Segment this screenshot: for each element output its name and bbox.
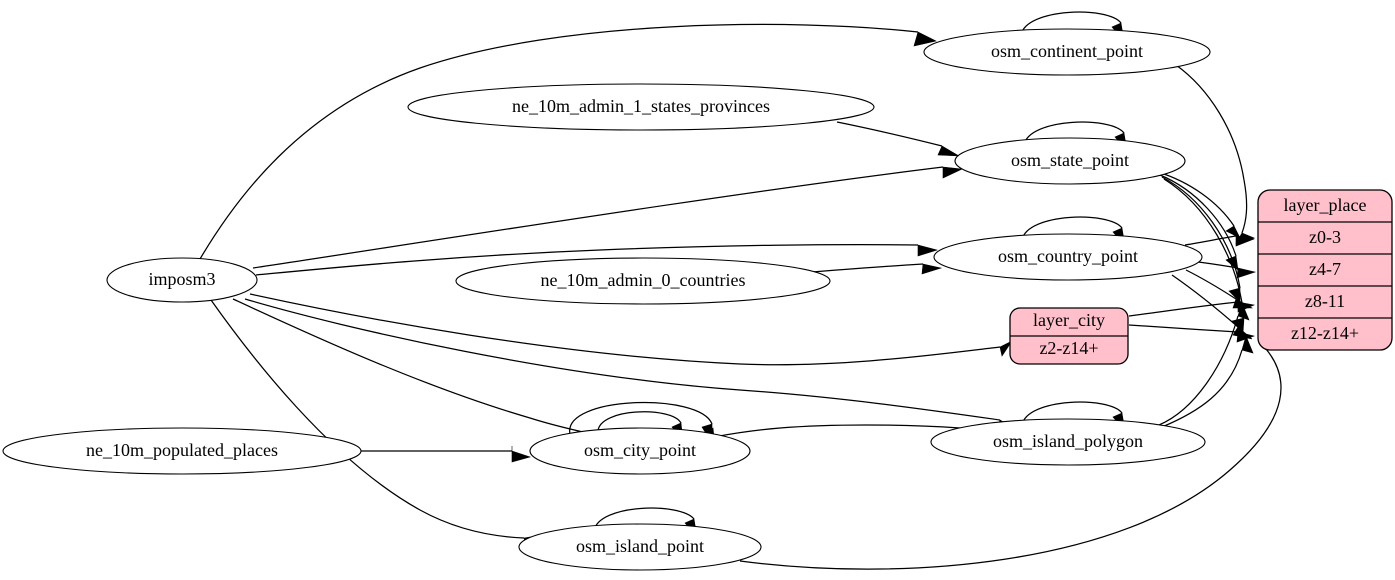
edge-imposm3-to-osm-island-polygon (244, 298, 1001, 421)
edge-self-loop-osm-continent-point (1020, 11, 1122, 36)
edge-osm-island-polygon-to-layer-place-z12-z14 (1161, 349, 1243, 428)
edge-osm-state-point-to-layer-place-z4-7 (1159, 174, 1237, 257)
edge-osm-continent-point-to-layer-place-z0-3 (1175, 64, 1248, 234)
node-imposm3[interactable]: imposm3 (106, 257, 258, 303)
edge-self-loop-osm-island-polygon (1021, 401, 1123, 426)
record-row-layer-place-z12-z14[interactable]: z12-z14+ (1291, 323, 1359, 343)
edge-imposm3-to-osm-city-point (232, 298, 584, 433)
node-label-osm-city-point: osm_city_point (584, 440, 696, 460)
record-row-layer-city-z2-z14[interactable]: z2-z14+ (1039, 338, 1098, 358)
edge-imposm3-to-osm-continent-point (199, 23, 919, 260)
arrowhead-imposm3-layer-city (999, 340, 1013, 357)
node-label-ne-admin1: ne_10m_admin_1_states_provinces (512, 96, 770, 116)
record-node-layer-place[interactable]: layer_place z0-3 z4-7 z8-11 z12-z14+ (1257, 189, 1393, 351)
edge-layer (199, 11, 1282, 570)
node-osm-state-point[interactable]: osm_state_point (954, 137, 1186, 185)
edge-ne-admin0-to-osm-country-point (811, 263, 924, 273)
edge-osm-island-point-to-layer-place-z12-z14 (739, 348, 1282, 570)
edge-imposm3-to-osm-state-point (252, 166, 944, 269)
arrowhead-ne-populated-osm-city-point (511, 446, 532, 463)
arrowhead-osm-country-point-layer-place-z4-7 (1236, 267, 1257, 279)
record-row-layer-place-z0-3[interactable]: z0-3 (1309, 227, 1341, 247)
node-label-osm-island-point: osm_island_point (576, 536, 704, 556)
edge-osm-state-point-to-layer-place-z12-z14 (1163, 178, 1245, 319)
node-label-osm-island-polygon: osm_island_polygon (993, 431, 1143, 451)
node-label-osm-state-point: osm_state_point (1011, 150, 1129, 170)
node-ne-10m-admin-1-states-provinces[interactable]: ne_10m_admin_1_states_provinces (407, 83, 875, 131)
edge-self-loop-inner-osm-city-point (597, 411, 682, 432)
edge-osm-state-point-to-layer-place-z0-3 (1157, 171, 1235, 227)
record-row-layer-place-z4-7[interactable]: z4-7 (1309, 259, 1341, 279)
node-label-ne-admin0: ne_10m_admin_0_countries (541, 270, 746, 290)
node-label-osm-country-point: osm_country_point (998, 246, 1138, 266)
arrowhead-osm-state-point-layer-place-z0-3 (1225, 225, 1241, 239)
node-label-ne-populated-places: ne_10m_populated_places (86, 440, 278, 460)
arrowhead-imposm3-osm-country-point (917, 244, 939, 257)
edge-layer-city-to-layer-place-z12-z14 (1128, 324, 1239, 333)
node-osm-continent-point[interactable]: osm_continent_point (923, 28, 1211, 76)
record-title-layer-city: layer_city (1033, 310, 1105, 330)
arrowhead-osm-island-polygon-layer-place-z8-11 (1237, 302, 1250, 321)
node-osm-country-point[interactable]: osm_country_point (933, 233, 1203, 281)
edge-osm-island-polygon-to-osm-city-point (713, 424, 961, 438)
edge-imposm3-to-osm-country-point (255, 244, 919, 276)
node-label-imposm3: imposm3 (148, 269, 215, 289)
edge-self-loop-osm-state-point (1023, 121, 1125, 146)
arrowhead-osm-island-polygon-layer-place-z12-z14 (1241, 335, 1254, 354)
edge-layer-city-to-layer-place-z8-11 (1128, 301, 1239, 317)
edge-osm-island-polygon-to-layer-place-z8-11 (1158, 315, 1239, 426)
arrowhead-imposm3-osm-state-point (942, 166, 964, 179)
record-title-layer-place: layer_place (1284, 195, 1367, 215)
node-osm-island-polygon[interactable]: osm_island_polygon (930, 418, 1206, 466)
arrowhead-ne-admin0-osm-country-point (921, 263, 943, 275)
edge-osm-country-point-to-layer-place-z0-3 (1184, 235, 1237, 246)
edge-imposm3-to-layer-city (249, 293, 1001, 366)
edge-imposm3-to-osm-island-point (210, 299, 525, 539)
record-node-layer-city[interactable]: layer_city z2-z14+ (1009, 307, 1129, 365)
edge-self-loop-osm-island-point (593, 507, 695, 532)
edge-self-loop-osm-country-point (1021, 216, 1123, 241)
node-osm-city-point[interactable]: osm_city_point (529, 427, 751, 475)
node-label-osm-continent-point: osm_continent_point (991, 41, 1143, 61)
arrowhead-ne-admin1-osm-state-point (937, 145, 960, 157)
edge-osm-country-point-to-layer-place-z4-7 (1197, 261, 1239, 269)
record-row-layer-place-z8-11[interactable]: z8-11 (1305, 291, 1345, 311)
node-osm-island-point[interactable]: osm_island_point (518, 523, 762, 571)
edge-osm-country-point-to-layer-place-z8-11 (1185, 269, 1237, 300)
node-ne-10m-populated-places[interactable]: ne_10m_populated_places (2, 427, 362, 475)
edge-osm-country-point-to-layer-place-z12-z14 (1171, 274, 1239, 328)
arrowhead-osm-country-point-layer-place-z0-3 (1235, 235, 1256, 247)
arrowhead-imposm3-osm-continent-point (913, 31, 937, 47)
node-ne-10m-admin-0-countries[interactable]: ne_10m_admin_0_countries (455, 257, 831, 305)
edge-osm-state-point-to-layer-place-z8-11 (1161, 176, 1241, 289)
node-layer: imposm3 ne_10m_admin_1_states_provinces … (2, 28, 1393, 571)
edge-ne-admin1-to-osm-state-point (836, 121, 943, 147)
edge-self-loop-outer-osm-city-point (569, 401, 713, 435)
